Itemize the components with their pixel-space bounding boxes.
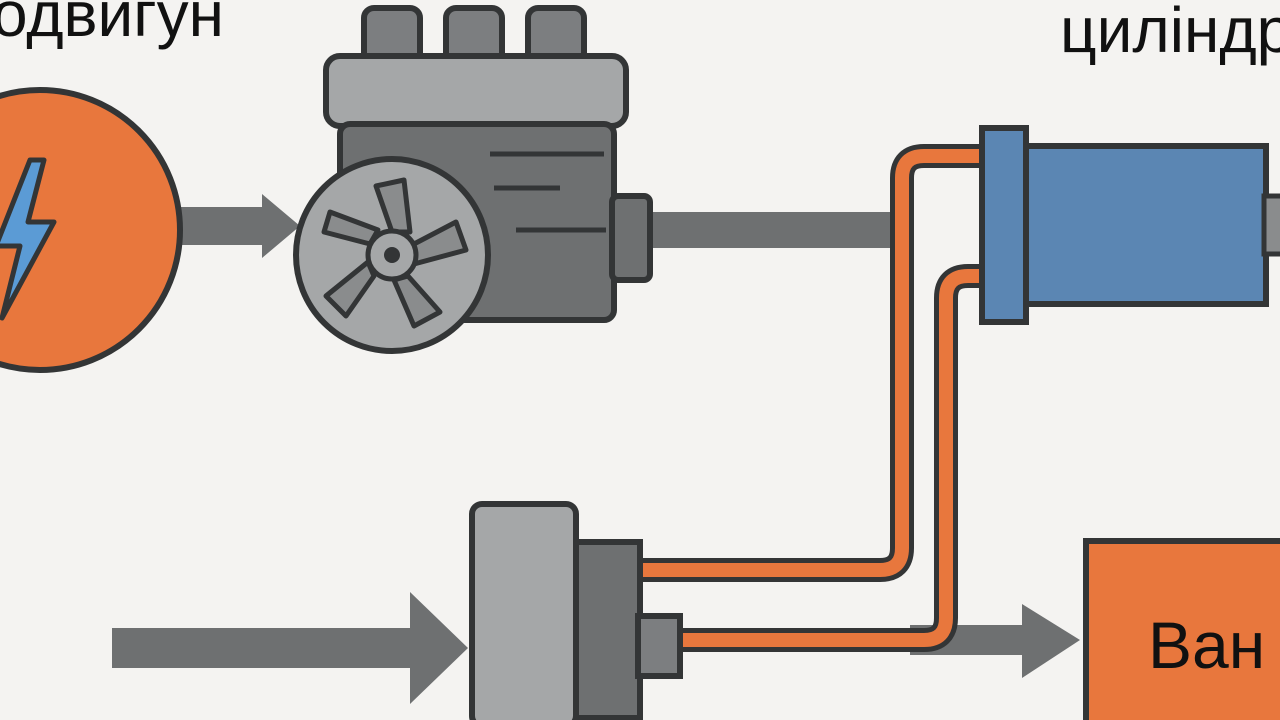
fan-icon <box>293 156 491 354</box>
arrow-motor-to-pump <box>180 194 300 258</box>
cylinder-label: циліндр <box>1060 0 1280 66</box>
lightning-icon <box>0 157 57 321</box>
bath-label: Ван <box>1148 608 1266 682</box>
hydraulic-cylinder <box>979 125 1280 325</box>
shaft-pump-to-cylinder <box>648 212 898 248</box>
bath-tank <box>1083 538 1280 720</box>
motor-label: одвигун <box>0 0 224 50</box>
control-valve <box>469 501 683 720</box>
hose-upper <box>636 144 990 582</box>
hose-lower <box>676 264 990 652</box>
pump <box>293 5 653 354</box>
electric-motor <box>0 87 183 373</box>
arrow-input-bottom <box>112 592 468 704</box>
